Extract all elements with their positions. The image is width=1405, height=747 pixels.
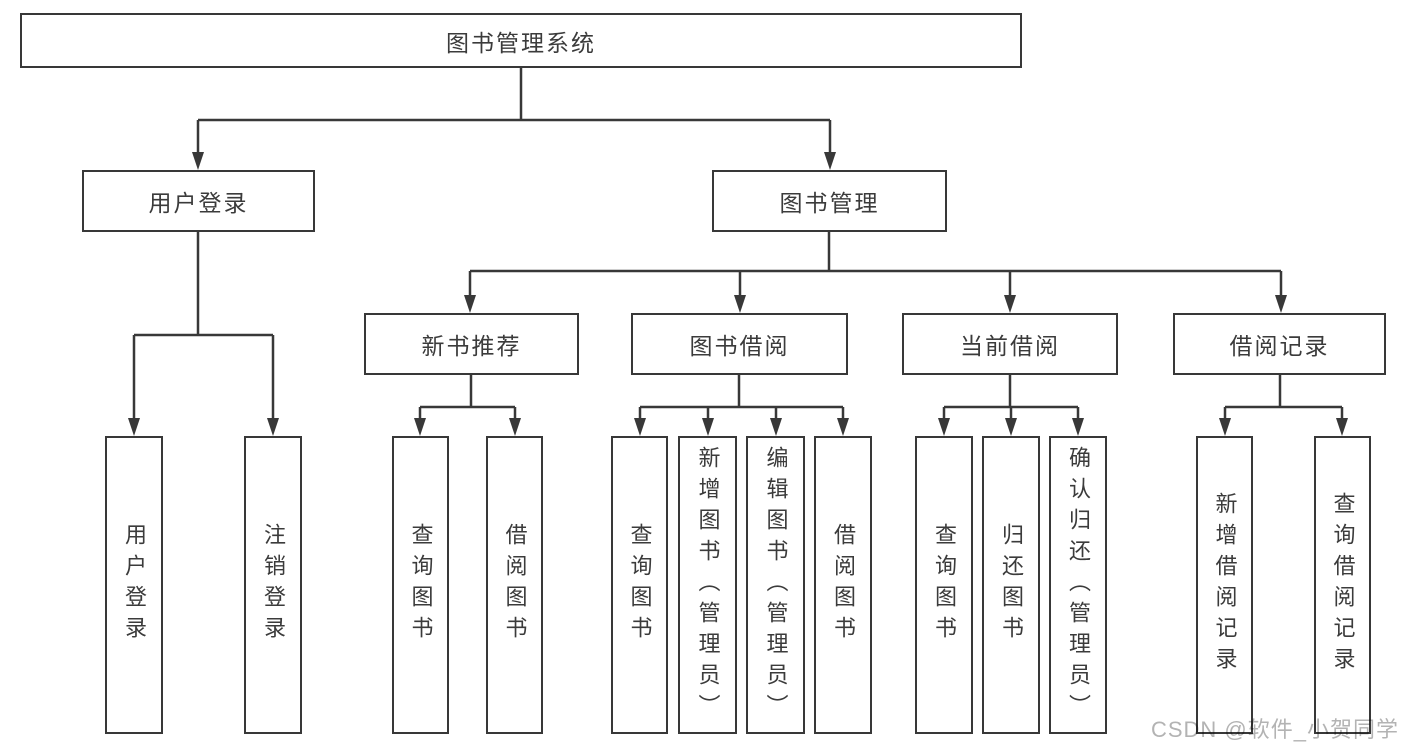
node-label: 注销登录 [261, 523, 286, 647]
leaf-logout: 注销登录 [244, 436, 302, 734]
leaf-query-borrow-record: 查询借阅记录 [1314, 436, 1371, 734]
node-label: 用户登录 [148, 190, 249, 216]
node-label: 查询借阅记录 [1330, 492, 1356, 678]
branch-book-borrow [638, 375, 845, 418]
leaf-query-books-2: 查询图书 [611, 436, 668, 734]
node-user-login: 用户登录 [82, 170, 315, 232]
arrowheads-book-borrow [634, 418, 849, 436]
leaf-add-books-admin: 新增图书（管理员） [678, 436, 737, 734]
arrowheads-new-book [414, 418, 521, 436]
node-label: 查询图书 [627, 523, 653, 647]
node-label: 借阅记录 [1229, 333, 1330, 359]
leaf-query-books-1: 查询图书 [392, 436, 449, 734]
arrowheads-borrow-record [1219, 418, 1348, 436]
leaf-borrow-books-2: 借阅图书 [814, 436, 872, 734]
node-label: 图书管理系统 [446, 29, 596, 56]
node-label: 用户登录 [122, 523, 147, 647]
branch-user-login [132, 232, 275, 418]
arrowheads-current-borrow [938, 418, 1084, 436]
node-label: 新增借阅记录 [1212, 492, 1238, 678]
node-borrow-record: 借阅记录 [1173, 313, 1386, 375]
node-label: 新书推荐 [421, 333, 522, 359]
leaf-edit-books-admin: 编辑图书（管理员） [746, 436, 805, 734]
csdn-watermark: CSDN @软件_小贺同学 [1150, 717, 1399, 742]
node-label: 查询图书 [408, 523, 434, 647]
leaf-add-borrow-record: 新增借阅记录 [1196, 436, 1253, 734]
arrowheads-book-management [464, 295, 1287, 313]
branch-current-borrow [942, 375, 1080, 418]
leaf-user-login: 用户登录 [105, 436, 163, 734]
node-label: 编辑图书（管理员） [763, 445, 789, 725]
leaf-borrow-books-1: 借阅图书 [486, 436, 543, 734]
node-label: 查询图书 [932, 523, 957, 647]
node-label: 借阅图书 [502, 523, 528, 647]
branch-root [196, 68, 832, 152]
node-book-borrow: 图书借阅 [631, 313, 848, 375]
node-root-system: 图书管理系统 [20, 13, 1022, 68]
node-label: 图书借阅 [689, 333, 790, 359]
node-new-book-recommend: 新书推荐 [364, 313, 579, 375]
node-label: 确认归还（管理员） [1066, 445, 1091, 725]
node-label: 图书管理 [779, 190, 880, 216]
node-label: 当前借阅 [960, 333, 1060, 359]
node-label: 新增图书（管理员） [695, 445, 721, 725]
branch-borrow-record [1223, 375, 1344, 418]
branch-book-management [468, 232, 1283, 295]
arrowheads-root [192, 152, 836, 170]
leaf-confirm-return-admin: 确认归还（管理员） [1049, 436, 1107, 734]
node-label: 借阅图书 [831, 523, 856, 647]
node-current-borrow: 当前借阅 [902, 313, 1118, 375]
leaf-return-books: 归还图书 [982, 436, 1040, 734]
branch-new-book [418, 375, 517, 418]
arrowheads-user-login [128, 418, 279, 436]
node-label: 归还图书 [999, 523, 1024, 647]
leaf-query-books-3: 查询图书 [915, 436, 973, 734]
node-book-management: 图书管理 [712, 170, 947, 232]
